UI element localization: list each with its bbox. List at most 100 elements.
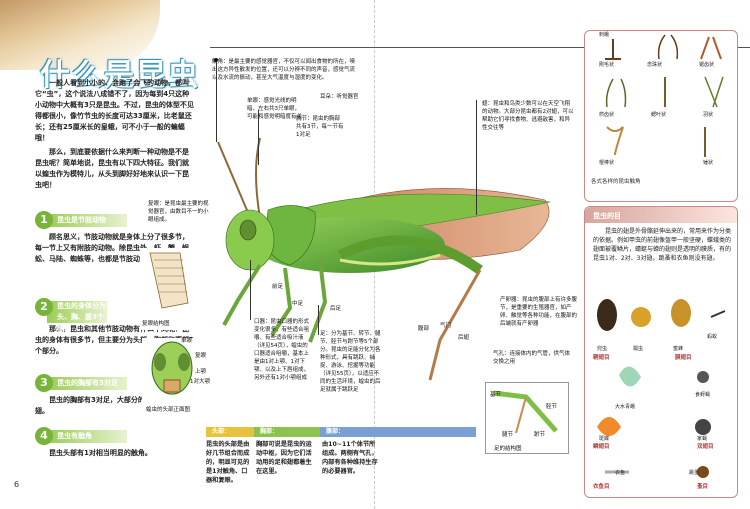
insect-orders-text: 昆虫的翅是外骨骼延伸出来的，常用来作为分类的依据。例如甲虫的前翅像盔甲一般坚硬，… [593,228,732,262]
compound-eye [239,219,257,241]
section-2-label: 昆虫的身体分为头、胸、腹3个部分 [47,301,107,332]
callout-wing: 翅：昆虫和鸟类少数可以在天空飞翔的动物。大部分昆虫都有2对翅，可以帮助它们寻找食… [482,101,574,131]
antenna-type-capitate: 锤状 [703,160,714,166]
head-part-compound-eye: 复眼 [195,353,207,359]
thorax-description: 胸部可说是昆虫的运动中枢，因为它们活动用的足和翅都着生在这里。 [256,441,312,475]
callout-antenna: 触角：是最主要的感觉器官，不仅可以闻出食物的所在，嗅出这方异性散发的位置，还可以… [212,59,356,81]
antenna-type-clavate: 棍棒状 [599,160,615,166]
head-part-mandible: 1对大颚 [190,379,210,385]
page-number-left: 6 [14,480,20,489]
band-head: 头部： [206,427,254,437]
antenna-types-drawing [605,34,724,157]
order-item-name-6: 食蚜蝇 [695,392,711,398]
section-1-number: 1 [35,211,53,229]
pronotum [264,205,316,266]
order-item-order-4: 鳞翅目 [593,444,610,450]
label-midleg: 中足 [292,301,304,307]
hind-femur [337,235,483,275]
section-2-text: 那么，昆虫和其他节肢动物有什么不同呢？昆虫的身体有很多节，但主要分为头部、胸部和… [35,325,194,355]
callout-compound-eye: 复眼：是昆虫最主要的视觉器官，由数目不一的小眼组成。 [148,201,209,223]
label-hindwing: 后翅 [458,335,470,341]
order-item-order-8: 衣鱼目 [593,484,610,490]
antenna-structure-inset: 复眼结构图 [140,248,200,330]
label-foreleg: 前足 [272,284,284,290]
intro-paragraph-1: 一般人看到小小的、会跑了会飞的动物，都叫它“虫”，这个说法八成错不了，因为每到4… [35,79,194,142]
grasshopper-illustration [217,137,551,381]
antenna-types-caption: 各式各样的昆虫触角 [591,179,641,185]
leg-part-coxa: 基节 [490,392,502,398]
section-4-text: 昆虫头部有1对相当明显的触角。 [49,449,152,457]
antenna-type-serrate: 锯齿状 [699,62,715,68]
intro-text: 一般人看到小小的、会跑了会飞的动物，都叫它“虫”，这个说法八成错不了，因为每到4… [35,78,195,194]
order-item-name-1: 瓢虫 [633,346,644,352]
head-part-upper-jaw: 上颚 [195,369,207,375]
order-item-order-9: 蚤目 [697,484,709,490]
callout-pronotum: 胸节：昆虫的胸部共有3节，每一节有1对足 [296,116,344,138]
fore-leg [222,263,262,326]
middle-leg [270,267,293,337]
callout-ear: 耳朵：听觉器官 [320,94,359,100]
callout-line-mouthparts [250,260,251,320]
label-hindleg: 后足 [330,306,342,312]
hind-tibia [428,269,482,381]
callout-line-antenna [216,62,217,142]
band-abdomen: 腹部： [320,427,476,437]
insect-orders-drawing [597,299,726,478]
title-underline [210,47,750,48]
section-1-text: 顾名思义，节肢动物就是身体上分了很多节，每一节上又有附肢的动物。除昆虫外，虾、蟹… [35,233,189,263]
insect-orders-header: 昆虫的目 [585,207,737,223]
callout-line-wing [476,100,477,215]
antenna-types-panel: 刺蛾 刚毛状 念珠状 锯齿状 栉齿状 鳃叶状 羽状 棍棒状 锤状 各式各样的昆虫… [584,30,738,202]
page-title: 什么是昆虫 [40,58,200,93]
antenna-type-moniliform: 念珠状 [647,62,663,68]
callout-ovipositor: 产卵器：昆虫的腹部上有许多腹节，是重要的生殖器官，如产卵、触觉等各种功能，在腹部… [500,297,578,327]
order-item-order-0: 鞘翅目 [593,355,610,361]
antenna-structure-drawing [149,252,189,309]
leg-structure-caption: 足的结构图 [494,446,522,452]
order-item-order-2: 膜翅目 [675,355,692,361]
insect-orders-panel: 昆虫的目 昆虫的翅是外骨骼延伸出来的，常用来作为分类的依据。例如甲虫的前翅像盔甲… [584,206,738,498]
antenna-insect-moth-caterpillar: 刺蛾 [599,32,610,38]
callout-dot-antenna [214,58,218,62]
callout-simple-eye: 单眼：感觉光线的明暗，左右共3只单眼，可能和感觉明暗度有关 [247,98,303,120]
section-4-number: 4 [35,427,53,445]
section-4-label: 昆虫有触角 [47,430,127,443]
order-item-name-2: 蜜蜂 [673,346,684,352]
head-front-drawing [151,341,193,395]
label-abdomen: 腹部 [418,326,430,332]
callout-spiracle: 气孔：连接体内的气管，供气体交换之用 [493,351,571,365]
order-item-name-3: 蚂蚁 [707,334,718,340]
leg-part-tibia: 胫节 [546,404,558,410]
abdomen-description: 由10~11个体节所组成。两侧有气孔，内部有各种维持生存的必要器官。 [322,441,378,475]
section-3-label: 昆虫的胸部有3对足 [47,377,127,390]
order-item-name-8: 衣鱼 [615,470,626,476]
callout-line-simple-eye [258,110,259,165]
insect-orders-title: 昆虫的目 [593,212,621,220]
section-1-label: 昆虫是节肢动物 [47,214,127,227]
order-item-order-6: 双翅目 [697,444,714,450]
order-item-name-9: 跳蚤 [689,470,700,476]
head-front-inset: 蝗虫的头部正面图 [142,338,206,418]
section-3-text: 昆虫的胸部有3对足，大部分的昆虫都有2对翅。 [35,396,185,415]
section-3-number: 3 [35,374,53,392]
antenna-structure-caption: 复眼结构图 [142,321,170,327]
callout-line-leg [318,305,319,335]
leg-structure-drawing [493,390,558,434]
head-part-simple-eye: 单眼 [181,338,193,344]
abdomen-stripe [339,253,441,266]
label-spiracle-point: 气门 [440,323,452,329]
antenna-type-plumose: 羽状 [703,112,714,118]
leg-part-femur: 腿节 [502,432,514,438]
order-item-name-5: 斑蝶 [599,436,610,442]
antenna-type-setaceous: 刚毛状 [599,62,615,68]
order-item-name-0: 兜虫 [597,346,608,352]
callout-mouthparts: 口器：昆虫口器的形式变化很多，有些适合咀嚼、有些适合吸汁液（详见54页），蝗虫的… [254,319,310,381]
band-thorax: 胸部： [254,427,320,437]
leaf-decoration [0,0,160,70]
order-item-name-7: 家蝇 [697,436,708,442]
intro-paragraph-2: 那么，到底要依据什么来判断一种动物是不是昆虫呢？简单地说，昆虫有以下四大特征。我… [35,148,189,189]
